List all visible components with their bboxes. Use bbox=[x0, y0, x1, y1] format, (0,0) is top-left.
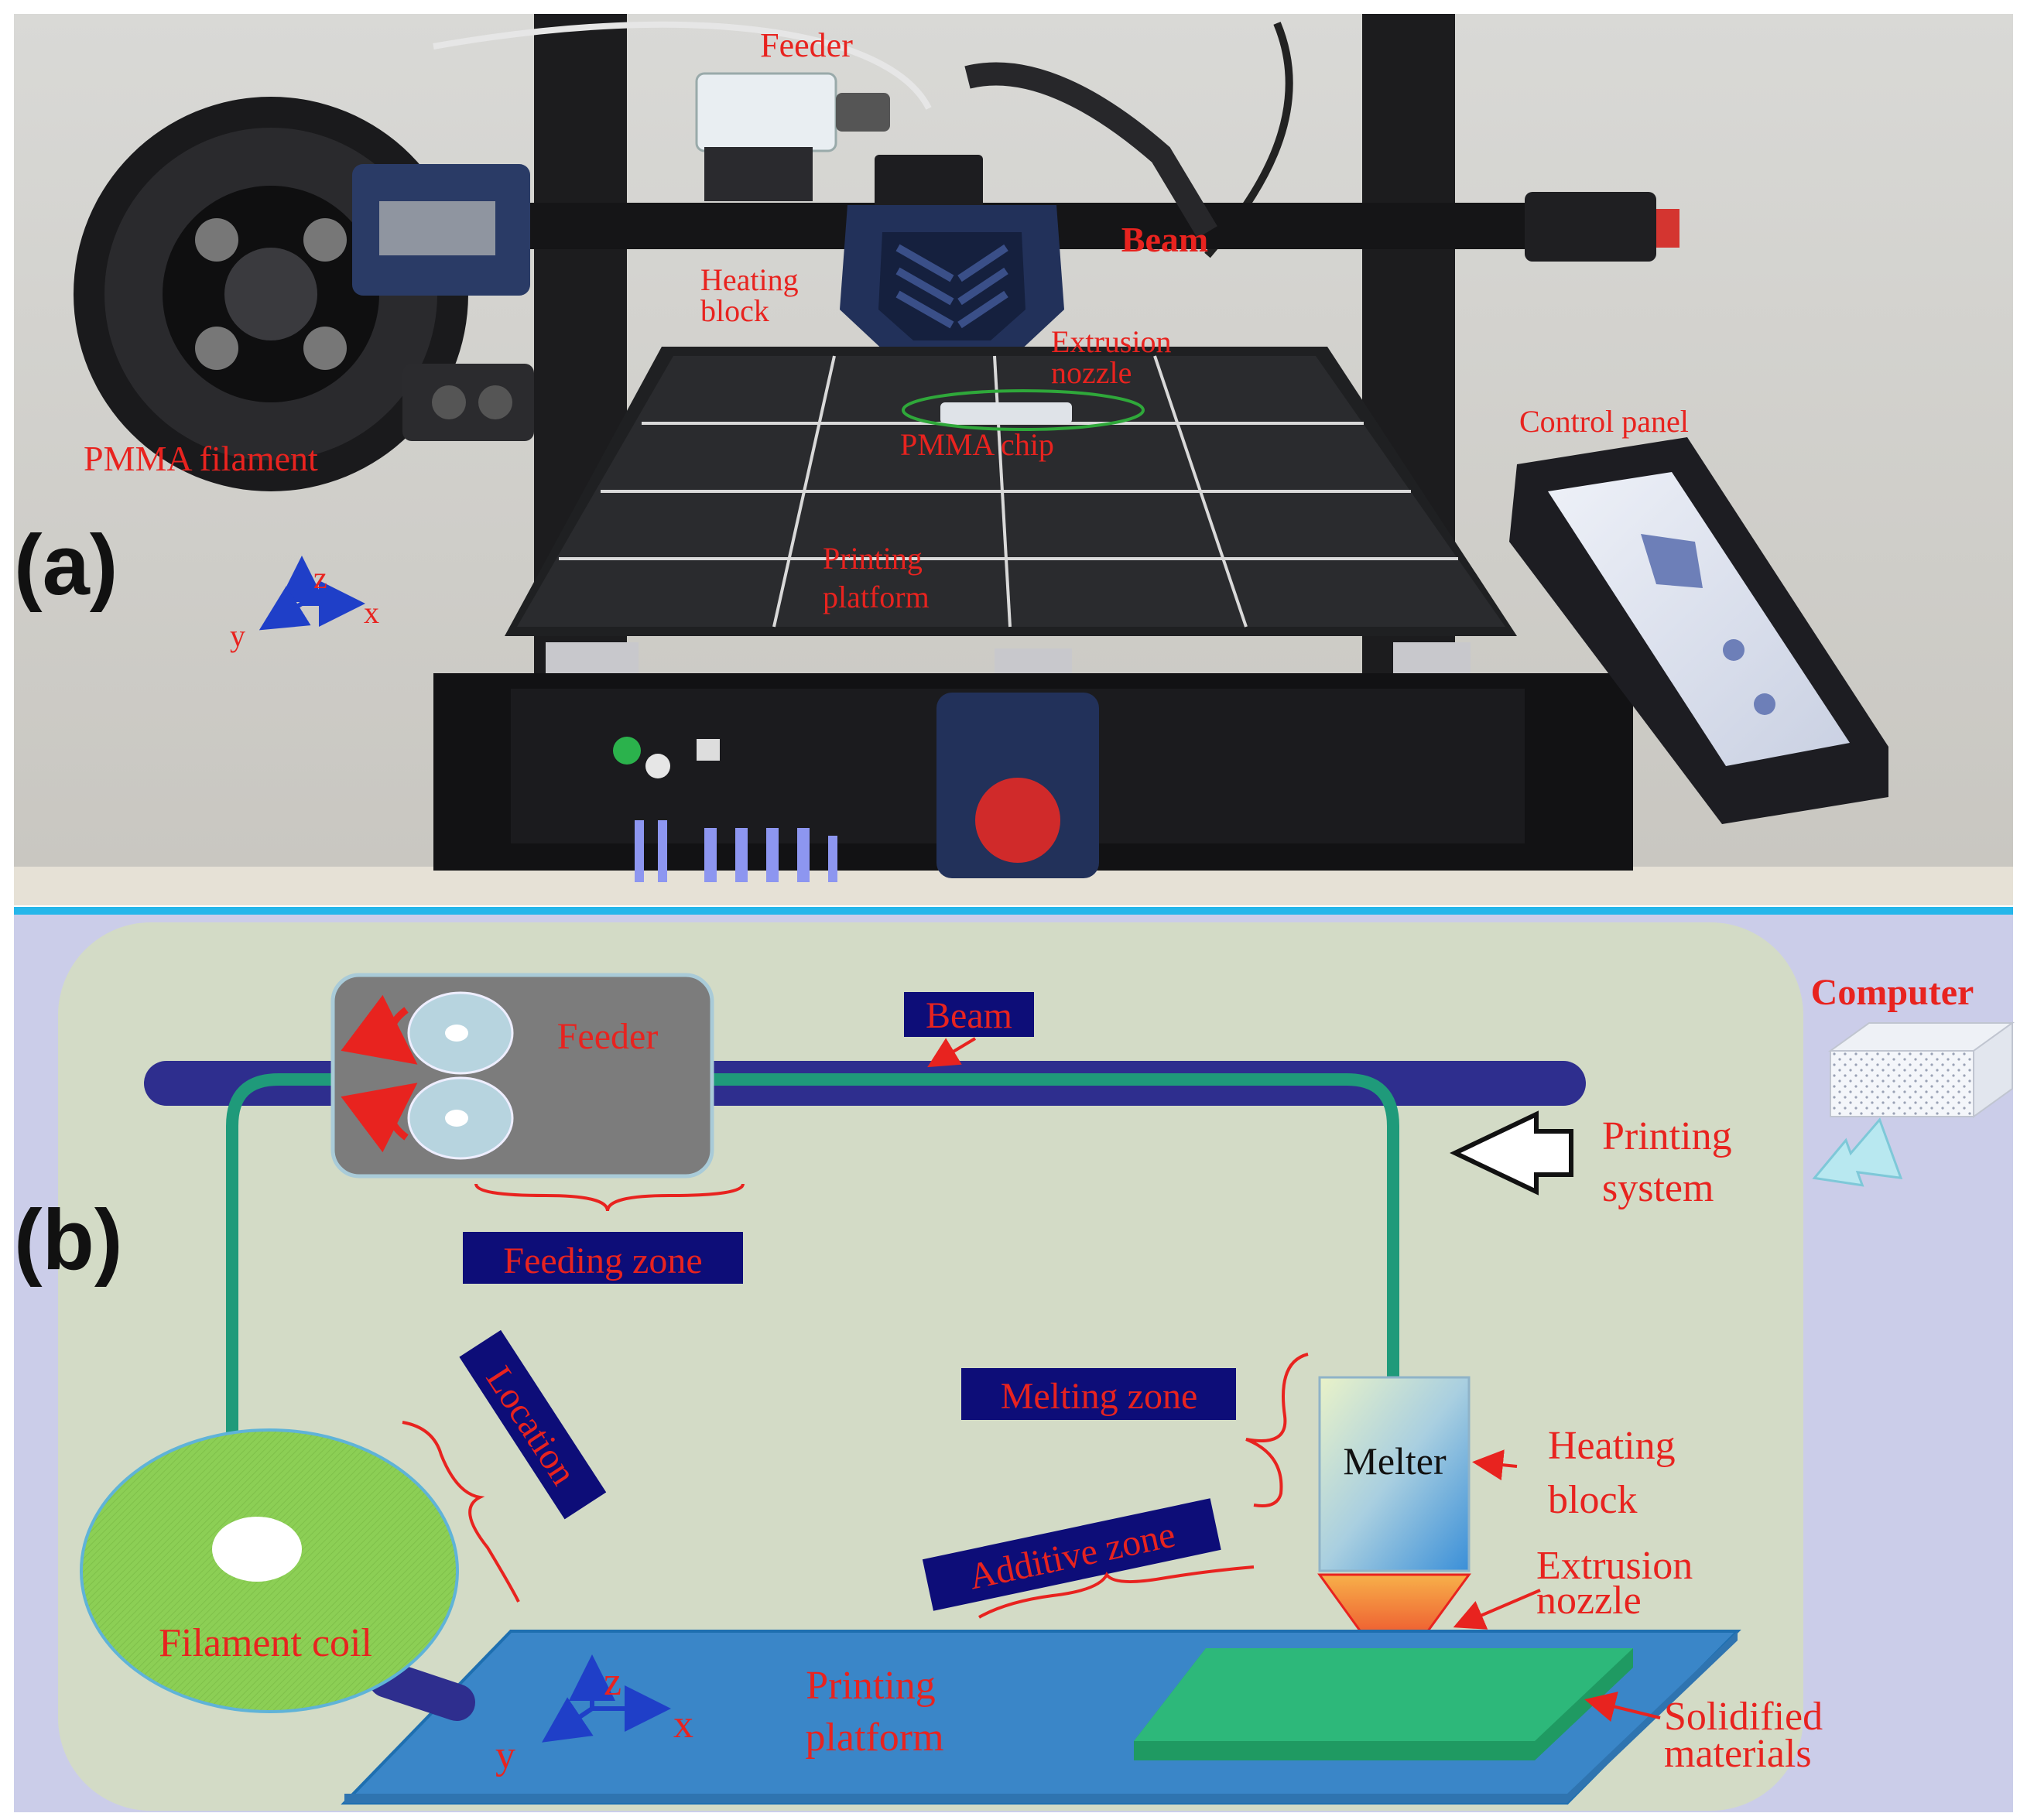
print-head bbox=[840, 155, 1064, 364]
label-b-computer: Computer bbox=[1811, 972, 1974, 1013]
axis-b-x: x bbox=[673, 1702, 693, 1746]
computer-box bbox=[1827, 1021, 2015, 1118]
label-a-control-panel: Control panel bbox=[1519, 404, 1689, 439]
feeding-zone-brace bbox=[474, 1183, 745, 1212]
axis-b-y: y bbox=[495, 1733, 515, 1777]
pmma-chip bbox=[940, 402, 1072, 424]
rotation-arrow-bottom bbox=[341, 1083, 418, 1153]
melter-block bbox=[1318, 1376, 1471, 1572]
rotation-arrow-top bbox=[341, 994, 418, 1065]
panel-a-labels: Feeder Beam Heating block Extrusion nozz… bbox=[84, 26, 1689, 614]
label-a-printing-platform-1: Printing bbox=[823, 541, 923, 576]
label-b-solidified-1: Solidified bbox=[1664, 1695, 1823, 1739]
label-a-feeder: Feeder bbox=[760, 26, 853, 64]
label-b-solidified-2: materials bbox=[1664, 1732, 1812, 1776]
melting-zone-tag bbox=[961, 1368, 1236, 1420]
heating-block-pointer bbox=[1472, 1449, 1518, 1481]
label-a-beam: Beam bbox=[1121, 220, 1208, 259]
axis-b-z: z bbox=[604, 1660, 621, 1704]
feeder-box: Feeder bbox=[330, 973, 714, 1179]
coil-holder-arm bbox=[368, 1661, 475, 1721]
label-b-extrusion-nozzle-2: nozzle bbox=[1536, 1579, 1642, 1623]
label-a-extrusion-nozzle-1: Extrusion bbox=[1051, 324, 1172, 359]
label-a-printing-platform-2: platform bbox=[823, 580, 930, 614]
panel-b-schematic: Feeder Feeding zone Beam Computer Printi… bbox=[14, 915, 2015, 1812]
label-b-extrusion-nozzle-1: Extrusion bbox=[1536, 1544, 1693, 1588]
label-b-printing-system-2: system bbox=[1602, 1166, 1714, 1210]
axis-a-z: z bbox=[313, 560, 327, 595]
panel-b-axes: z x y bbox=[495, 1654, 693, 1777]
melting-zone-brace bbox=[1245, 1353, 1309, 1507]
label-b-printing-platform-1: Printing bbox=[806, 1664, 936, 1708]
filament-coil-hole bbox=[212, 1517, 302, 1582]
control-panel-device bbox=[1509, 437, 1888, 824]
printer-base bbox=[433, 673, 1633, 882]
feeder-unit bbox=[695, 72, 890, 201]
panel-divider bbox=[14, 907, 2013, 915]
label-b-printing-platform-2: platform bbox=[805, 1716, 943, 1760]
printing-system-arrow bbox=[1450, 1110, 1573, 1196]
additive-zone-tag bbox=[922, 1498, 1221, 1611]
additive-zone-brace bbox=[978, 1565, 1255, 1619]
label-b-printing-system-1: Printing bbox=[1602, 1114, 1732, 1158]
panel-a-letter: (a) bbox=[14, 518, 118, 613]
label-a-pmma-chip: PMMA chip bbox=[900, 427, 1054, 462]
panel-b-letter: (b) bbox=[14, 1192, 122, 1288]
extrusion-nozzle-pointer bbox=[1453, 1589, 1541, 1630]
pmma-chip-highlight bbox=[902, 389, 1145, 431]
location-brace bbox=[402, 1421, 520, 1603]
label-b-feeder: Feeder bbox=[557, 1016, 659, 1057]
solidified-material bbox=[1134, 1648, 1633, 1760]
label-b-melter: Melter bbox=[1343, 1439, 1447, 1483]
label-b-filament-coil: Filament coil bbox=[159, 1621, 372, 1665]
axis-a-x: x bbox=[364, 595, 379, 630]
label-b-beam: Beam bbox=[926, 995, 1012, 1036]
label-b-heating-block-1: Heating bbox=[1548, 1424, 1676, 1468]
label-b-heating-block-2: block bbox=[1548, 1478, 1638, 1522]
label-b-melting-zone: Melting zone bbox=[1001, 1376, 1198, 1417]
computer-to-system-arrow bbox=[1812, 1117, 1903, 1187]
solidified-pointer bbox=[1584, 1692, 1661, 1722]
beam-tag bbox=[904, 992, 1034, 1037]
filament-path bbox=[226, 1073, 1399, 1439]
label-a-extrusion-nozzle-2: nozzle bbox=[1051, 355, 1132, 390]
feeding-zone-tag bbox=[463, 1232, 743, 1284]
location-tag bbox=[459, 1329, 607, 1520]
printing-bed bbox=[505, 347, 1517, 676]
label-a-pmma-filament: PMMA filament bbox=[84, 439, 318, 478]
panel-a-axes: z x y bbox=[230, 556, 379, 653]
label-a-heating-block-2: block bbox=[700, 293, 769, 328]
axis-a-y: y bbox=[230, 618, 245, 653]
label-a-heating-block-1: Heating bbox=[700, 262, 799, 297]
extrusion-nozzle-shape bbox=[1317, 1573, 1471, 1680]
label-b-feeding-zone: Feeding zone bbox=[503, 1240, 702, 1281]
panel-a-photo: Feeder Beam Heating block Extrusion nozz… bbox=[14, 14, 2013, 905]
beam-pointer bbox=[927, 1037, 977, 1068]
